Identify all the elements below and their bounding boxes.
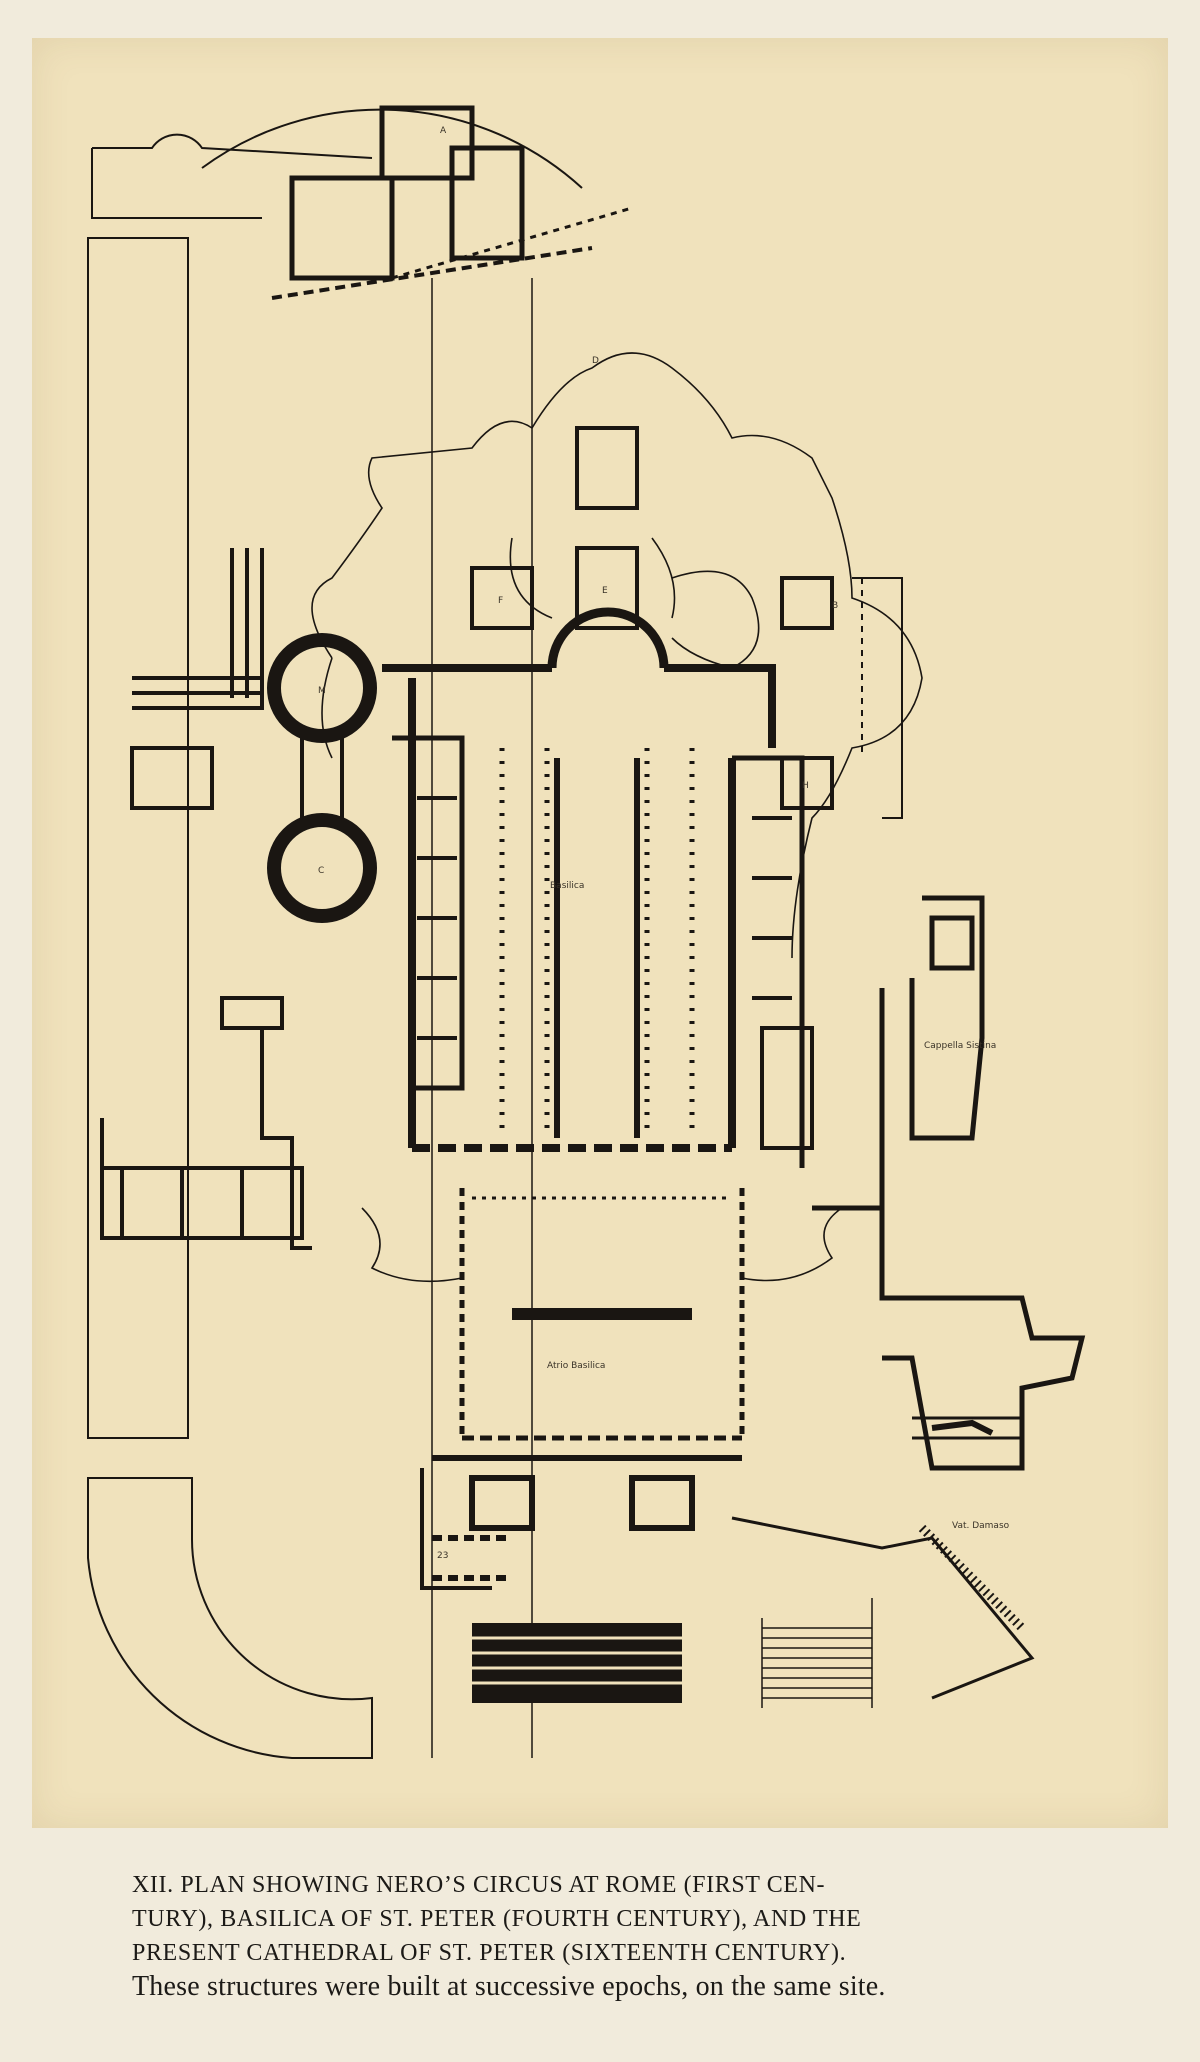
plate-caption: XII. PLAN SHOWING NERO’S CIRCUS AT ROME … [132, 1868, 1082, 2004]
marker-e: E [602, 586, 608, 596]
architectural-plan: Basilica Cappella Sistina Atrio Basilica… [87, 105, 1086, 1759]
marker-d: D [592, 356, 599, 366]
marker-h: H [802, 781, 809, 791]
front-steps [472, 1598, 873, 1708]
plan-labels: Basilica Cappella Sistina Atrio Basilica… [318, 126, 1010, 1561]
marker-m: M [318, 686, 326, 696]
right-bracket [852, 577, 903, 819]
label-right-side: Vat. Damaso [952, 1521, 1010, 1531]
nero-circus-outline [87, 237, 533, 1759]
cathedral-outline [311, 352, 923, 959]
basilica-walls [382, 664, 805, 1168]
label-annex-right: Cappella Sistina [924, 1041, 996, 1051]
caption-line-4: These structures were built at successiv… [132, 1971, 886, 2002]
upper-left-structures [91, 105, 633, 300]
marker-b: B [832, 601, 838, 611]
marker-a: A [440, 126, 447, 136]
plan-plate: Basilica Cappella Sistina Atrio Basilica… [32, 38, 1168, 1828]
right-annex [731, 895, 1086, 1700]
marker-23: 23 [437, 1551, 448, 1561]
nave-colonnades [499, 748, 695, 1138]
label-atrium: Atrio Basilica [547, 1361, 605, 1371]
marker-c: C [318, 866, 324, 876]
nave-inner-lines [554, 758, 640, 1138]
atrium [361, 1188, 843, 1441]
side-chambers [417, 796, 814, 1150]
narthex [420, 1455, 742, 1590]
caption-line-1: XII. PLAN SHOWING NERO’S CIRCUS AT ROME … [132, 1872, 826, 1898]
marker-f: F [498, 596, 503, 606]
left-side-structures [100, 548, 312, 1250]
cathedral-chapels [470, 426, 834, 810]
label-basilica: Basilica [550, 881, 584, 891]
caption-line-2: TURY), BASILICA OF ST. PETER (FOURTH CEN… [132, 1906, 862, 1932]
caption-line-3: PRESENT CATHEDRAL OF ST. PETER (SIXTEENT… [132, 1940, 847, 1966]
